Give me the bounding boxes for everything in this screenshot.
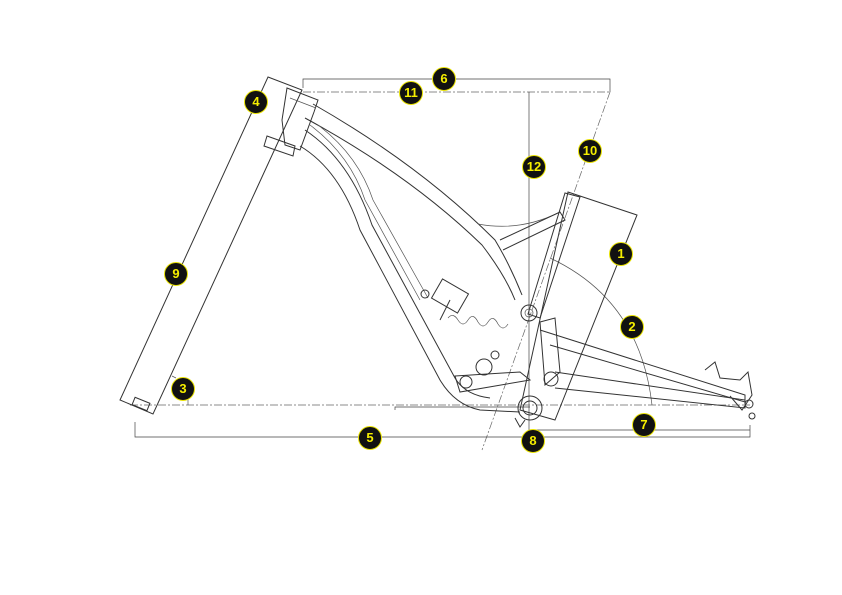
down-tube xyxy=(299,124,521,413)
callout-badge-3: 3 xyxy=(171,377,195,401)
dim-arc-seat-angle xyxy=(549,257,653,406)
fork xyxy=(119,76,303,415)
seat-tube xyxy=(519,191,638,421)
dim-reach-6 xyxy=(302,78,611,92)
callout-badge-12: 12 xyxy=(522,155,546,179)
callout-badge-9: 9 xyxy=(164,262,188,286)
callout-badge-10: 10 xyxy=(578,139,602,163)
dimension-lines xyxy=(130,78,751,451)
head-tube xyxy=(281,87,319,151)
callout-badge-2: 2 xyxy=(620,315,644,339)
callout-badge-1: 1 xyxy=(609,242,633,266)
rear-shock xyxy=(420,278,509,360)
callout-badge-8: 8 xyxy=(521,429,545,453)
dim-tick-3b xyxy=(171,375,177,379)
dim-wheelbase-5 xyxy=(134,422,751,438)
callout-badge-6: 6 xyxy=(432,67,456,91)
callout-badge-4: 4 xyxy=(244,90,268,114)
callout-badge-5: 5 xyxy=(358,426,382,450)
top-tube xyxy=(304,103,566,301)
rear-triangle xyxy=(454,317,756,428)
callout-badge-11: 11 xyxy=(399,81,423,105)
dim-bb-drop-8 xyxy=(394,406,530,410)
callout-badge-7: 7 xyxy=(632,413,656,437)
